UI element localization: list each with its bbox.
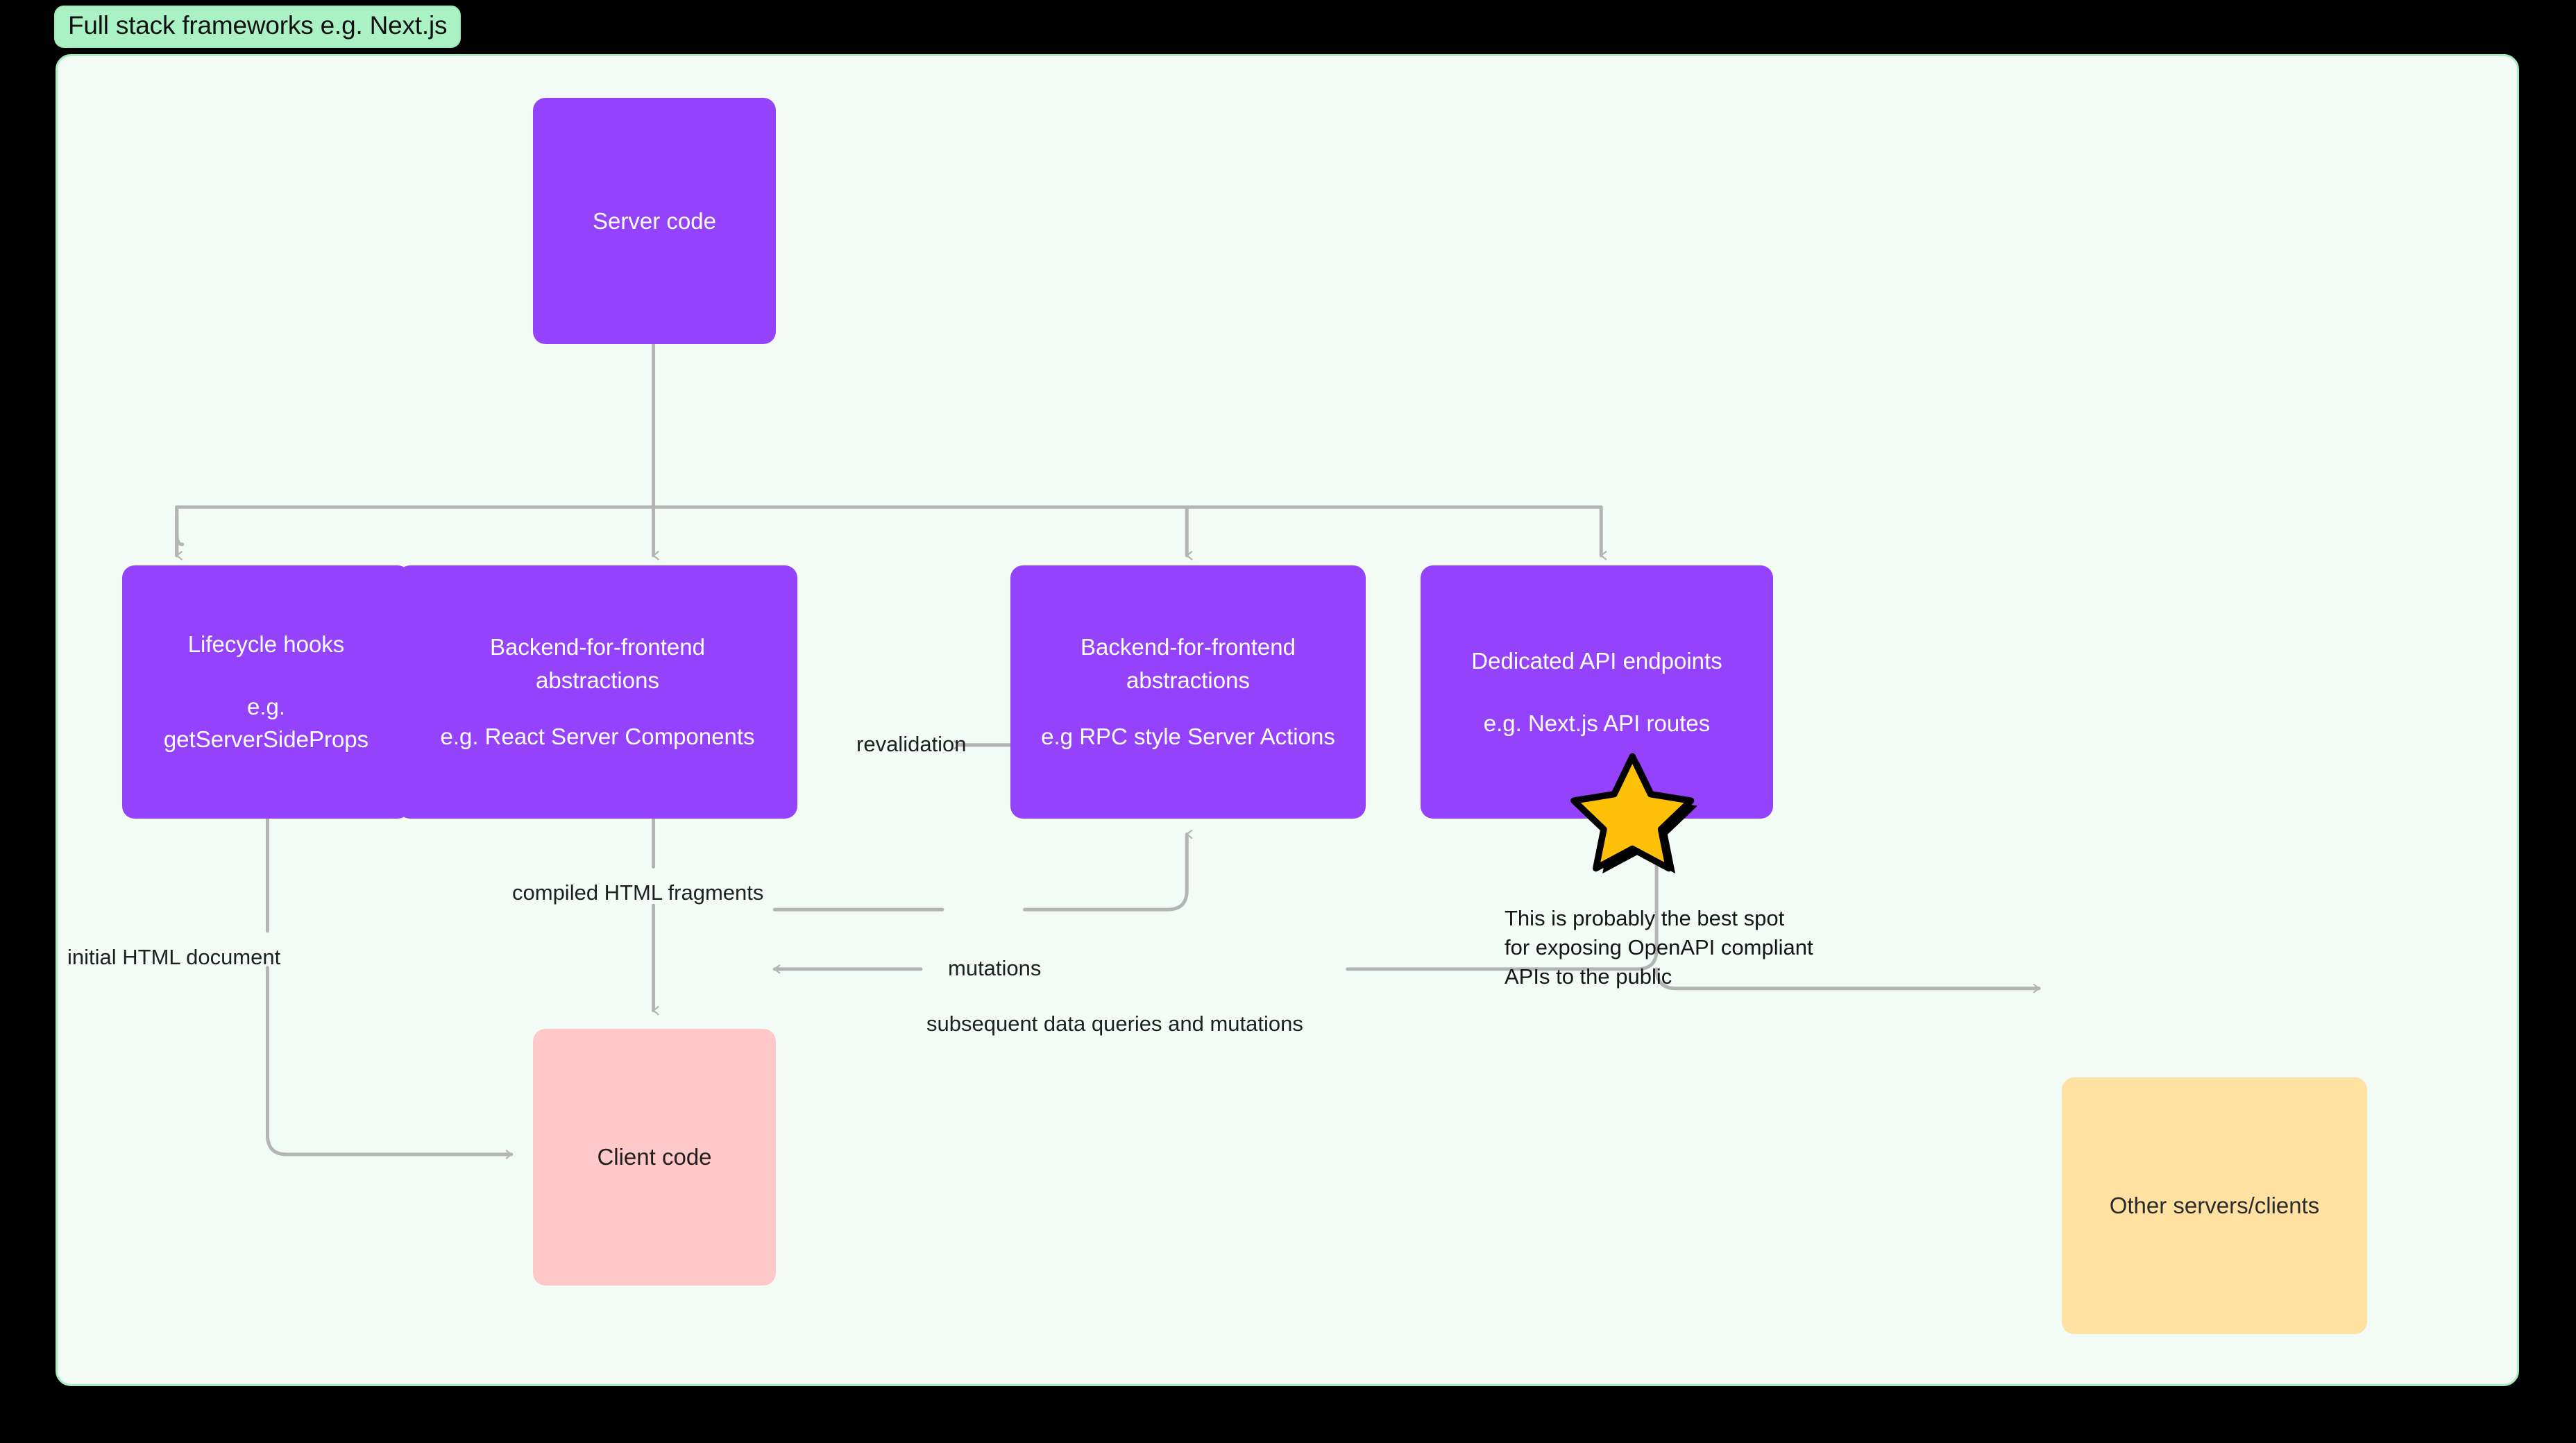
node-server-code[interactable]: Server code (533, 98, 776, 344)
edge-label-compiled-html-fragments: compiled HTML fragments (512, 880, 764, 905)
node-bff-rpc[interactable]: Backend-for-frontend abstractions e.g RP… (1010, 565, 1366, 819)
annotation-note: This is probably the best spot for expos… (1505, 904, 1865, 991)
node-client-code-title: Client code (597, 1144, 712, 1170)
node-bff-rpc-title2: abstractions (1126, 667, 1250, 693)
edge-label-revalidation: revalidation (856, 732, 967, 756)
node-bff-rsc-title: Backend-for-frontend (489, 633, 705, 660)
node-other-servers[interactable]: Other servers/clients (2062, 1077, 2367, 1334)
node-bff-rpc-sub: e.g RPC style Server Actions (1041, 724, 1335, 750)
node-bff-rsc-title2: abstractions (536, 667, 659, 693)
edge-initial-html-lower (265, 966, 514, 1159)
annotation-line-1: This is probably the best spot (1505, 906, 1785, 930)
edge-layer (175, 341, 2041, 1159)
node-api-endpoints-sub: e.g. Next.js API routes (1483, 710, 1711, 736)
annotation-line-3: APIs to the public (1505, 964, 1672, 989)
node-server-code-title: Server code (593, 207, 716, 234)
node-api-endpoints-title: Dedicated API endpoints (1471, 647, 1722, 674)
node-client-code[interactable]: Client code (533, 1029, 776, 1286)
annotation-line-2: for exposing OpenAPI compliant (1505, 935, 1813, 960)
node-bff-rsc-sub: e.g. React Server Components (440, 724, 755, 750)
edge-label-initial-html-document: initial HTML document (67, 945, 281, 969)
node-lifecycle-hooks-title: Lifecycle hooks (187, 631, 345, 657)
node-lifecycle-hooks-sub2: getServerSideProps (163, 726, 369, 753)
edge-mutations-right (1023, 829, 1193, 912)
diagram-canvas: Server code Lifecycle hooks e.g. getServ… (56, 54, 2519, 1386)
edge-label-subsequent: subsequent data queries and mutations (926, 1011, 1303, 1036)
node-api-endpoints[interactable]: Dedicated API endpoints e.g. Next.js API… (1421, 565, 1773, 819)
node-lifecycle-hooks-sub: e.g. (246, 693, 286, 719)
edge-label-mutations: mutations (948, 956, 1042, 980)
frame-title: Full stack frameworks e.g. Next.js (54, 6, 461, 48)
edge-subsequent-to-other-servers (1654, 967, 2041, 993)
node-lifecycle-hooks[interactable]: Lifecycle hooks e.g. getServerSideProps (122, 565, 410, 819)
edge-subsequent-to-api (1346, 829, 1663, 971)
node-bff-rsc[interactable]: Backend-for-frontend abstractions e.g. R… (398, 565, 797, 819)
star-sticker-icon[interactable] (1569, 750, 1701, 875)
node-bff-rpc-title: Backend-for-frontend (1080, 633, 1296, 660)
node-other-servers-title: Other servers/clients (2109, 1193, 2320, 1219)
